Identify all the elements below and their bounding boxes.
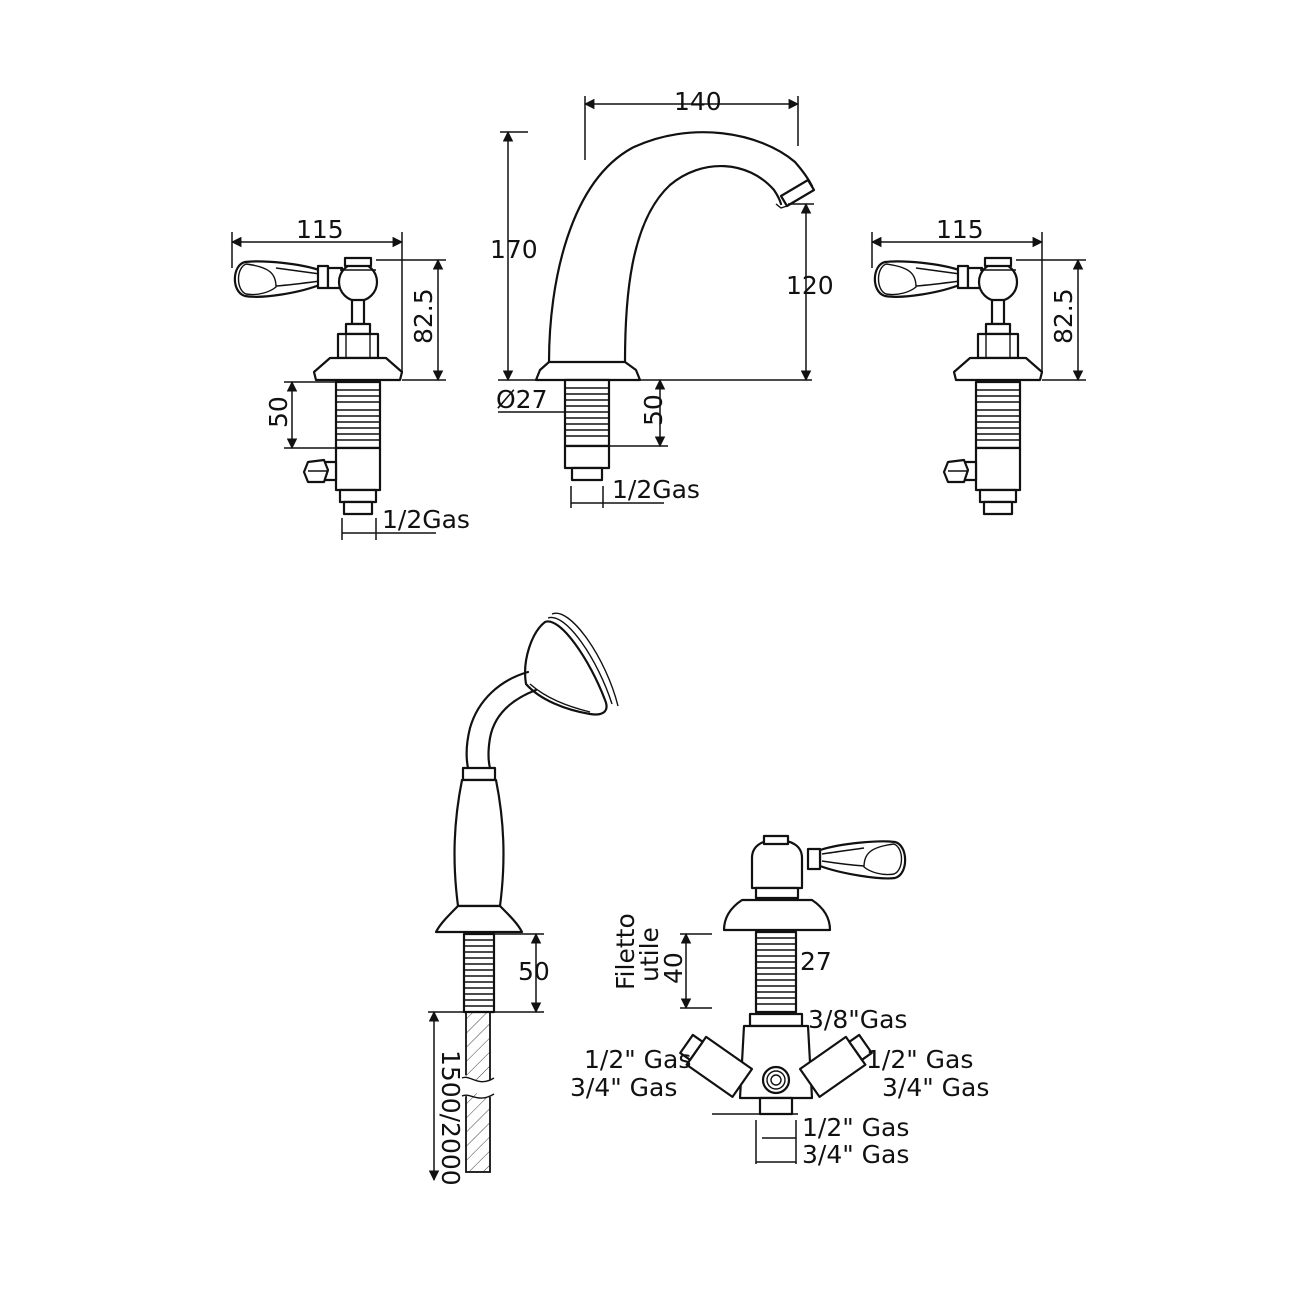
spout: 140 170 120 Ø27 50 1/2Gas	[490, 87, 834, 508]
spout-thread-label: 1/2Gas	[612, 475, 700, 504]
spout-shank	[563, 378, 611, 448]
diverter-thread-length-label: 40	[659, 952, 688, 984]
right-valve-head	[977, 261, 1019, 303]
left-valve-height-label: 82.5	[409, 288, 438, 344]
diverter-thread-label-1: Filetto	[611, 913, 640, 990]
diverter-head	[750, 838, 804, 890]
hose-length-label: 1500/2000	[436, 1050, 465, 1186]
left-valve: 115 82.5 50 1/2Gas	[230, 215, 470, 540]
right-valve-height-label: 82.5	[1049, 288, 1078, 344]
spout-shank-label: 50	[639, 394, 668, 426]
left-valve-crystal-handle	[233, 260, 324, 298]
diverter-thread-label-2: utile	[635, 927, 664, 982]
right-valve: 115 82.5	[870, 215, 1086, 516]
diverter-right-label-2: 3/4" Gas	[882, 1073, 989, 1102]
spout-diameter-label: Ø27	[496, 385, 548, 414]
spout-outlet-height-label: 120	[786, 271, 834, 300]
spout-reach-label: 140	[674, 87, 722, 116]
shower-handle	[453, 778, 505, 908]
right-valve-width-label: 115	[936, 215, 984, 244]
diverter-bottom-label-2: 3/4" Gas	[802, 1140, 909, 1169]
left-valve-shank	[334, 380, 382, 450]
left-valve-flange	[312, 356, 404, 382]
shower-shank-label: 50	[518, 957, 550, 986]
left-valve-width-label: 115	[296, 215, 344, 244]
diverter-right-label-1: 1/2" Gas	[866, 1045, 973, 1074]
spout-height-label: 170	[490, 235, 538, 264]
right-valve-shank	[974, 380, 1022, 450]
left-valve-shank-label: 50	[264, 396, 293, 428]
spout-body	[547, 131, 814, 364]
left-valve-thread-label: 1/2Gas	[382, 505, 470, 534]
diverter-valve: Filetto utile 40 27 3/8"Gas 1/2" Gas 3/4…	[570, 834, 989, 1169]
diverter-left-label-1: 1/2" Gas	[584, 1045, 691, 1074]
diverter-left-label-2: 3/4" Gas	[570, 1073, 677, 1102]
diverter-crystal-handle	[818, 840, 907, 880]
diverter-inlet-label: 3/8"Gas	[808, 1005, 907, 1034]
shower-head	[524, 620, 608, 716]
hand-shower: 50 1500/2000	[428, 612, 619, 1186]
shower-shank	[462, 932, 496, 1014]
diverter-diameter-label: 27	[800, 947, 832, 976]
left-valve-head	[337, 261, 379, 303]
right-valve-flange	[952, 356, 1044, 382]
diverter-bottom-label-1: 1/2" Gas	[802, 1113, 909, 1142]
right-valve-crystal-handle	[873, 260, 964, 298]
